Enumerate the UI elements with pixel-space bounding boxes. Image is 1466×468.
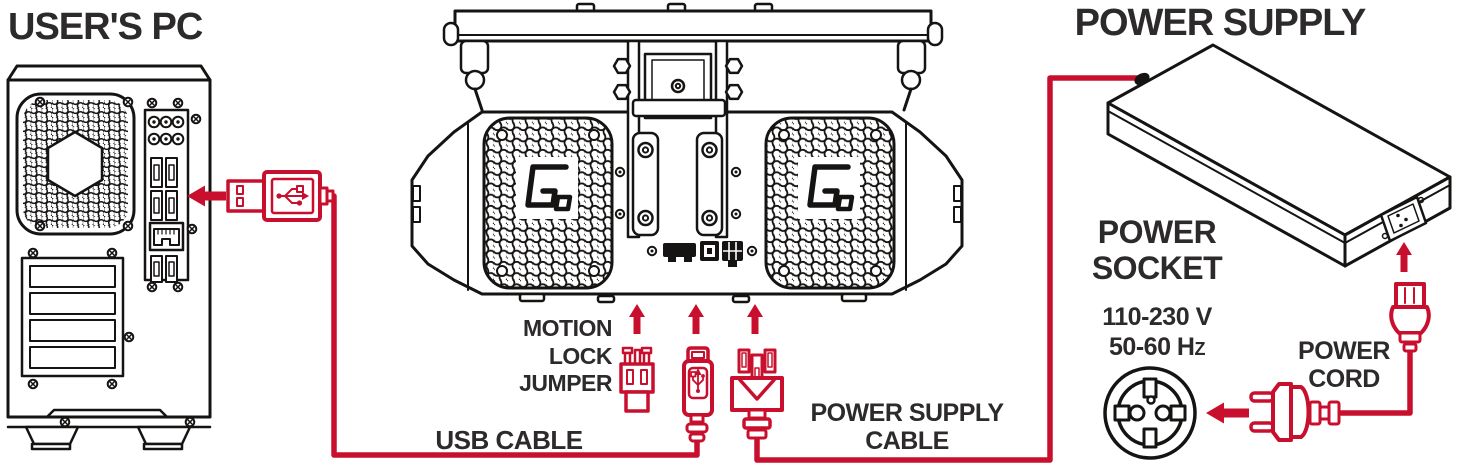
power-supply-cable-connector bbox=[730, 348, 784, 440]
usb-port bbox=[165, 255, 178, 283]
brand-logo-icon bbox=[807, 164, 855, 212]
pc-expansion-slots bbox=[20, 256, 125, 378]
device-rear-illustration bbox=[410, 2, 964, 304]
frequency-label: 50-60 Hz bbox=[1109, 333, 1205, 361]
up-arrow-icon bbox=[688, 304, 704, 334]
voltage-label: 110-230 V bbox=[1102, 303, 1212, 331]
motion-lock-jumper-connector bbox=[619, 346, 655, 413]
left-arrow-icon bbox=[1206, 402, 1249, 424]
device-top-plate bbox=[453, 9, 933, 43]
usb-trident-icon bbox=[690, 368, 705, 393]
schuko-socket bbox=[1103, 366, 1197, 460]
usb-port bbox=[150, 190, 163, 221]
left-arrow-icon bbox=[187, 185, 226, 207]
vent-grille-left bbox=[482, 116, 614, 290]
users-pc-label: USER'S PC bbox=[8, 6, 203, 48]
power-supply-illustration bbox=[1106, 43, 1452, 268]
usb-mini-connector bbox=[682, 346, 714, 443]
power-cord-line bbox=[1338, 347, 1413, 416]
usb-port bbox=[165, 157, 178, 188]
fan-hub-hexagon bbox=[46, 130, 104, 198]
ethernet-port bbox=[148, 221, 185, 252]
pc-fan-grille bbox=[15, 92, 136, 236]
pc-top-lid bbox=[6, 64, 212, 82]
usb-cable-label: USB CABLE bbox=[435, 425, 583, 455]
pc-io-panel bbox=[143, 108, 190, 283]
power-supply-cable-line bbox=[754, 75, 1140, 463]
power-supply-label: POWER SUPPLY bbox=[1074, 2, 1367, 44]
pc-tower-illustration bbox=[6, 64, 212, 451]
c13-connector bbox=[1389, 282, 1431, 353]
pc-base bbox=[6, 408, 212, 451]
up-arrow-icon bbox=[747, 304, 763, 334]
usb-port bbox=[150, 255, 163, 283]
schuko-plug bbox=[1249, 382, 1341, 442]
iec-inlet bbox=[1379, 195, 1428, 243]
up-arrow-icon bbox=[629, 304, 645, 334]
device-connector-panel bbox=[646, 241, 758, 267]
usb-port bbox=[150, 157, 163, 188]
cable-strain-relief bbox=[1134, 72, 1150, 86]
motion-lock-jumper-label: MOTION LOCK JUMPER bbox=[519, 315, 612, 397]
brand-logo-icon bbox=[525, 164, 573, 212]
up-arrow-icon bbox=[1396, 242, 1412, 272]
vent-grille-right bbox=[764, 116, 896, 290]
jumper-port bbox=[663, 243, 696, 257]
power-supply-cable-label: POWER SUPPLY CABLE bbox=[810, 399, 1004, 455]
usb-a-connector bbox=[187, 170, 335, 222]
power-cord-label: POWER CORD bbox=[1298, 337, 1390, 393]
usb-port bbox=[165, 190, 178, 221]
power-port bbox=[722, 241, 743, 267]
usb-trident-icon bbox=[276, 185, 309, 206]
power-socket-label: POWER SOCKET bbox=[1091, 214, 1223, 287]
